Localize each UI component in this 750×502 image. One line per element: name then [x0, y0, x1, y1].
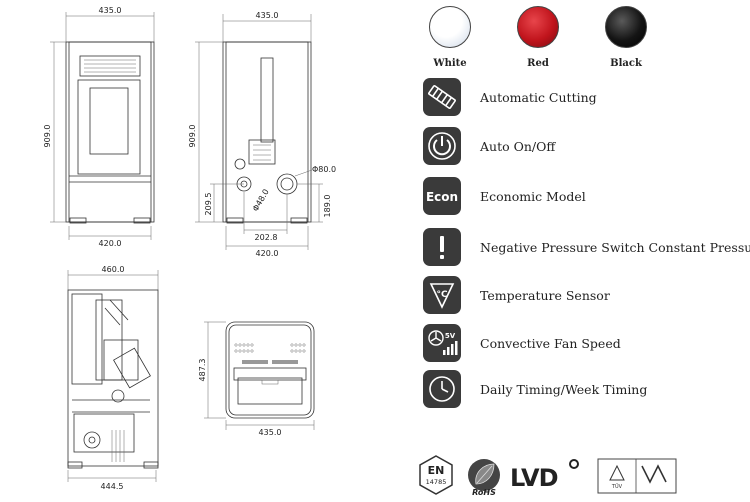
black-color-ball: [605, 6, 647, 48]
exclamation-icon: [423, 228, 461, 266]
back-width-top-label: 435.0: [256, 11, 279, 20]
front-width-top-label: 435.0: [99, 6, 122, 15]
tuv-text: TÜV: [611, 483, 623, 490]
color-swatch-white[interactable]: White: [420, 6, 480, 69]
side-view-drawing: 460.0 444.5: [67, 265, 159, 491]
back-inlet-diameter-label: Φ48.0: [251, 188, 271, 213]
svg-text:°C: °C: [436, 290, 448, 300]
feature-label: Temperature Sensor: [480, 288, 610, 303]
feature-economic-model: Econ Economic Model: [421, 177, 750, 217]
econ-icon-text: Econ: [426, 190, 458, 204]
color-options: White Red Black: [420, 6, 700, 76]
thermometer-icon: °C: [423, 276, 461, 314]
clock-icon: [423, 370, 461, 408]
back-width-bottom-label: 420.0: [256, 249, 279, 258]
color-label-black: Black: [610, 58, 642, 69]
back-spacing-label: 202.8: [255, 233, 278, 242]
cutting-icon: [423, 78, 461, 116]
feature-label: Auto On/Off: [480, 139, 556, 154]
front-width-bottom-label: 420.0: [99, 239, 122, 248]
feature-label: Economic Model: [480, 189, 586, 204]
side-depth-bottom-label: 444.5: [101, 482, 124, 491]
side-depth-top-label: 460.0: [102, 265, 125, 274]
feature-label: Negative Pressure Switch Constant Pressu…: [480, 240, 750, 255]
rohs-text: RoHS: [472, 488, 496, 497]
en-14785-badge: EN 14785: [419, 455, 453, 495]
top-view-drawing: 487.3 435.0: [198, 321, 315, 437]
en-badge-top-text: EN: [428, 464, 445, 477]
red-color-ball: [517, 6, 559, 48]
lvd-text: LVD: [510, 464, 558, 492]
back-inlet-height-label: 209.5: [204, 193, 213, 216]
front-height-label: 909.0: [43, 125, 52, 148]
back-height-label: 909.0: [188, 125, 197, 148]
color-swatch-black[interactable]: Black: [596, 6, 656, 69]
technical-drawings: 435.0 909.0 420.0 435.0: [43, 6, 336, 491]
feature-auto-on-off: Auto On/Off: [421, 127, 750, 167]
tuv-emc-badge: TÜV: [597, 458, 677, 494]
color-swatch-red[interactable]: Red: [508, 6, 568, 69]
lvd-logo: LVD: [510, 459, 579, 492]
rohs-leaf-icon: RoHS: [468, 459, 500, 497]
certification-logos: EN 14785 RoHS LVD TÜV: [419, 455, 677, 497]
color-label-white: White: [433, 58, 467, 69]
feature-temperature-sensor: °C Temperature Sensor: [421, 276, 750, 316]
color-label-red: Red: [527, 58, 549, 69]
feature-label: Daily Timing/Week Timing: [480, 382, 648, 397]
econ-icon: Econ: [423, 177, 461, 215]
top-depth-label: 487.3: [198, 359, 207, 382]
back-view-drawing: 435.0 909.0 209.5 189.0 Φ80.0 Φ48.0 202.…: [188, 11, 336, 258]
power-icon: [423, 127, 461, 165]
white-color-ball: [429, 6, 471, 48]
en-badge-bottom-text: 14785: [426, 478, 447, 486]
feature-label: Automatic Cutting: [480, 90, 597, 105]
top-width-label: 435.0: [259, 428, 282, 437]
front-view-drawing: 435.0 909.0 420.0: [43, 6, 155, 248]
fan-icon: 5V: [423, 324, 461, 362]
feature-daily-timing: Daily Timing/Week Timing: [421, 370, 750, 410]
feature-convective-fan-speed: 5V Convective Fan Speed: [421, 324, 750, 364]
back-pipe-diameter-label: Φ80.0: [312, 165, 336, 174]
fan-icon-text: 5V: [445, 332, 456, 340]
feature-negative-pressure: Negative Pressure Switch Constant Pressu…: [421, 228, 750, 268]
back-pipe-height-label: 189.0: [323, 195, 332, 218]
feature-label: Convective Fan Speed: [480, 336, 621, 351]
feature-automatic-cutting: Automatic Cutting: [421, 78, 750, 118]
